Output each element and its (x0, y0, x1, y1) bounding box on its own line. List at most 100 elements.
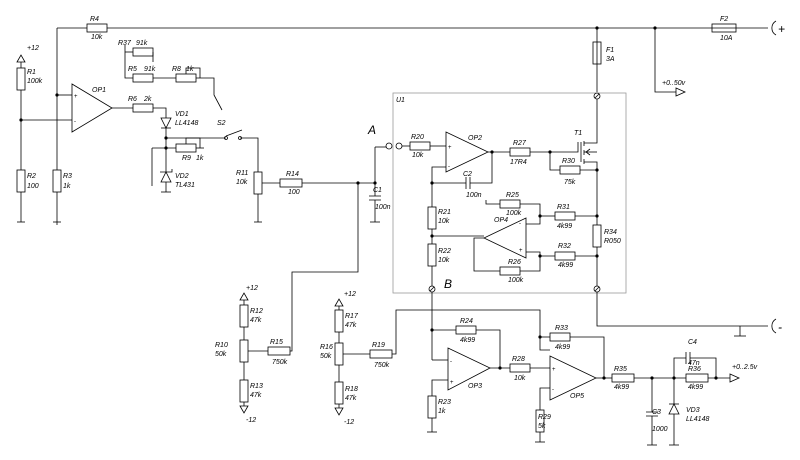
resistor-r33 (549, 332, 571, 342)
resistor-r23 (427, 395, 437, 419)
op5-label: OP5 (570, 393, 584, 400)
r21-value: 10k (438, 218, 450, 225)
potentiometer-r16 (334, 342, 344, 366)
u1-label: U1 (396, 97, 405, 104)
junction (373, 181, 377, 185)
supply-arrow-12v-b (334, 298, 344, 307)
wire (160, 169, 173, 173)
r23-value: 1k (438, 408, 446, 415)
f2-label: F2 (720, 16, 728, 23)
resistor-r35 (611, 373, 635, 383)
u1-module-box (392, 92, 627, 294)
vout1-label: +0..50v (662, 80, 686, 87)
wire (526, 251, 555, 257)
resistor-r28 (509, 363, 531, 373)
r33-label: R33 (555, 325, 568, 332)
wire (654, 28, 676, 93)
vd1-value: LL4148 (175, 120, 198, 127)
resistor-r15 (267, 346, 291, 356)
wire (539, 387, 550, 410)
resistor-r6 (132, 103, 154, 113)
vd3-value: LL4148 (686, 416, 709, 423)
wire (673, 357, 686, 378)
c4-value: 47n (688, 360, 700, 367)
arrow-output-50v (675, 87, 686, 97)
opamp-op4 (483, 217, 527, 259)
supply-arrow-12v-a (239, 292, 249, 301)
wire (584, 99, 598, 144)
resistor-r12 (239, 304, 249, 328)
r18-label: R18 (345, 386, 358, 393)
r12-label: R12 (250, 308, 263, 315)
r14-value: 100 (288, 189, 300, 196)
r19-label: R19 (372, 342, 385, 349)
minus-terminal (771, 318, 777, 334)
resistor-r4 (86, 23, 108, 33)
f2-value: 10A (720, 35, 733, 42)
resistor-r17 (334, 309, 344, 333)
potentiometer-r11 (253, 171, 263, 195)
wire (485, 200, 500, 205)
r35-label: R35 (614, 366, 627, 373)
opamp-op5 (549, 355, 597, 401)
resistor-r22 (427, 243, 437, 267)
op4-plus: + (519, 248, 523, 254)
resistor-r14 (279, 178, 303, 188)
r12-value: 47k (250, 317, 262, 324)
r23-label: R23 (438, 399, 451, 406)
c2-label: C2 (463, 171, 472, 178)
wire (196, 77, 223, 111)
r34-value: R050 (604, 238, 621, 245)
op1-minus: - (74, 119, 76, 125)
wire (520, 203, 541, 216)
c2-value: 100n (466, 192, 482, 199)
wire (473, 237, 500, 272)
diode-vd1 (160, 117, 172, 129)
junction (498, 366, 502, 370)
diode-vd3 (668, 403, 680, 415)
wire (596, 292, 768, 327)
r2-label: R2 (27, 173, 36, 180)
terminal-a-inner (395, 142, 403, 150)
vout2-label: +0..2.5v (732, 364, 758, 371)
point-a-label: A (367, 123, 376, 137)
junction (595, 168, 599, 172)
r8-value: 1k (186, 66, 194, 73)
r20-value: 10k (412, 152, 424, 159)
r11-value: 10k (236, 179, 248, 186)
r22-label: R22 (438, 248, 451, 255)
r27-label: R27 (513, 140, 527, 147)
r15-value: 750k (272, 359, 288, 366)
opamp-op1 (71, 83, 113, 133)
switch-s2-contact-a (224, 136, 228, 140)
r8-label: R8 (172, 66, 181, 73)
op2-plus: + (448, 145, 452, 151)
f1-label: F1 (606, 47, 614, 54)
op5-plus: + (552, 367, 556, 373)
r21-label: R21 (438, 209, 451, 216)
resistor-r27 (509, 147, 531, 157)
junction (714, 376, 718, 380)
mosfet-t1-arrow (585, 148, 591, 156)
resistor-r32 (554, 251, 576, 261)
r30-label: R30 (562, 158, 575, 165)
wire (526, 216, 541, 225)
r18-value: 47k (345, 395, 357, 402)
terminal-a-outer (385, 142, 393, 150)
op4-minus: - (519, 221, 521, 227)
r24-label: R24 (460, 318, 473, 325)
wire (520, 256, 541, 272)
t1-label: T1 (574, 130, 582, 137)
supply-arrow-m12v-b (334, 407, 344, 416)
resistor-r3 (52, 169, 62, 193)
r10-label: R10 (215, 342, 228, 349)
resistor-r36 (685, 373, 709, 383)
r26-label: R26 (508, 259, 521, 266)
resistor-r2 (16, 169, 26, 193)
minus-label: - (778, 320, 782, 334)
r15-label: R15 (270, 339, 283, 346)
op3-minus: - (450, 359, 452, 365)
r32-label: R32 (558, 243, 571, 250)
r17-value: 47k (345, 322, 357, 329)
r37-label: R37 (118, 40, 132, 47)
